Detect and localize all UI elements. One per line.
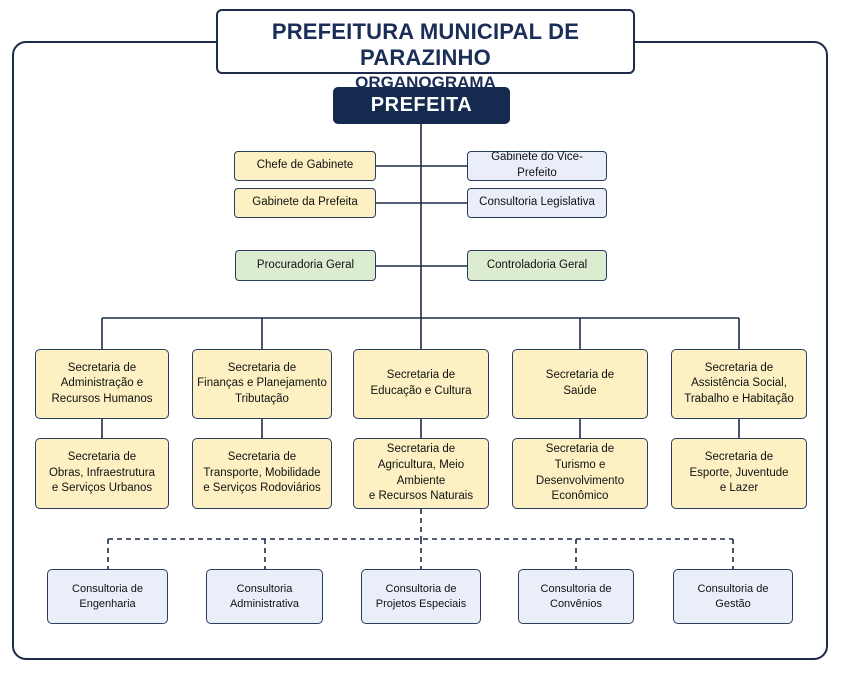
mayor-box: PREFEITA — [333, 87, 510, 124]
consultancy-box: Consultoria Administrativa — [206, 569, 323, 624]
mayor-cabinet-box: Gabinete da Prefeita — [234, 188, 376, 218]
consultancy-box: Consultoria de Projetos Especiais — [361, 569, 481, 624]
secretariat-box: Secretaria de Transporte, Mobilidade e S… — [192, 438, 332, 509]
consultancy-box: Consultoria de Gestão — [673, 569, 793, 624]
header-box: PREFEITURA MUNICIPAL DE PARAZINHO ORGANO… — [216, 9, 635, 92]
consultancy-box: Consultoria de Convênios — [518, 569, 634, 624]
secretariat-box: Secretaria de Educação e Cultura — [353, 349, 489, 419]
vice-mayor-cabinet-box: Gabinete do Vice-Prefeito — [467, 151, 607, 181]
chief-of-staff-box: Chefe de Gabinete — [234, 151, 376, 181]
secretariat-box: Secretaria de Esporte, Juventude e Lazer — [671, 438, 807, 509]
secretariat-box: Secretaria de Turismo e Desenvolvimento … — [512, 438, 648, 509]
secretariat-box: Secretaria de Saúde — [512, 349, 648, 419]
secretariat-box: Secretaria de Agricultura, Meio Ambiente… — [353, 438, 489, 509]
secretariat-box: Secretaria de Administração e Recursos H… — [35, 349, 169, 419]
legislative-consultancy-box: Consultoria Legislativa — [467, 188, 607, 218]
secretariat-box: Secretaria de Assistência Social, Trabal… — [671, 349, 807, 419]
attorney-general-box: Procuradoria Geral — [235, 250, 376, 281]
consultancy-box: Consultoria de Engenharia — [47, 569, 168, 624]
secretariat-box: Secretaria de Obras, Infraestrutura e Se… — [35, 438, 169, 509]
comptroller-box: Controladoria Geral — [467, 250, 607, 281]
secretariat-box: Secretaria de Finanças e Planejamento Tr… — [192, 349, 332, 419]
page-title: PREFEITURA MUNICIPAL DE PARAZINHO — [271, 19, 580, 70]
